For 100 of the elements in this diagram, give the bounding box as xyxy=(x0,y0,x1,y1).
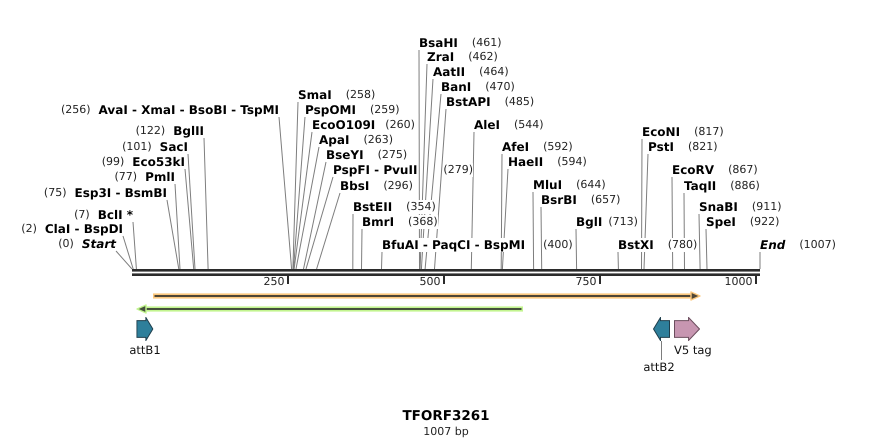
leader-line xyxy=(166,200,180,270)
leader-line xyxy=(540,206,542,270)
enzyme-name: BseYI xyxy=(326,148,364,162)
site-position: (1007) xyxy=(799,238,836,252)
leader-line xyxy=(122,236,134,270)
leader-line xyxy=(644,154,648,270)
leader-line xyxy=(381,252,382,270)
site-position: (780) xyxy=(668,238,698,252)
enzyme-name: SacI xyxy=(160,140,188,154)
site-position: (817) xyxy=(694,125,724,139)
enzyme-name: BfuAI - PaqCI - BspMI xyxy=(382,238,526,252)
sequence-end-label: Start xyxy=(82,237,116,251)
enzyme-name: MluI xyxy=(533,178,562,192)
sequence-end-label: End xyxy=(760,238,786,252)
leader-line xyxy=(292,102,298,270)
leader-line xyxy=(303,162,326,270)
leader-line xyxy=(316,192,340,270)
site-position: (462) xyxy=(468,50,498,64)
enzyme-name: BstEII xyxy=(353,200,392,214)
diagram-title: TFORF3261 xyxy=(402,408,490,425)
enzyme-name: ApaI xyxy=(319,133,350,147)
site-position: (657) xyxy=(590,193,620,207)
dna-backbone xyxy=(132,269,760,276)
leader-line xyxy=(188,154,196,270)
leader-line xyxy=(184,168,194,270)
site-position: (101) xyxy=(122,140,152,154)
leader-line xyxy=(576,228,578,270)
enzyme-name: PspFI - PvuII xyxy=(333,163,418,177)
enzyme-name: PspOMI xyxy=(305,103,356,117)
site-position: (821) xyxy=(688,140,718,154)
leader-line xyxy=(502,168,508,270)
diagram-caption: 1007 bp xyxy=(423,425,469,439)
enzyme-name: AfeI xyxy=(502,140,530,154)
enzyme-name: BclI * xyxy=(98,208,133,222)
leader-line xyxy=(294,132,312,270)
enzyme-name: BanI xyxy=(441,80,472,94)
site-position: (75) xyxy=(44,186,67,200)
enzyme-name: Esp3I - BsmBI xyxy=(74,186,167,200)
enzyme-name: SnaBI xyxy=(699,200,738,214)
enzyme-name: EcoNI xyxy=(642,125,680,139)
site-position: (296) xyxy=(383,179,413,193)
leader-line xyxy=(352,214,354,270)
enzyme-name: PstI xyxy=(648,140,674,154)
leader-line xyxy=(618,252,619,270)
feature-label: attB2 xyxy=(643,360,675,374)
site-position: (911) xyxy=(752,200,782,214)
site-position: (594) xyxy=(557,155,587,169)
enzyme-name: BsaHI xyxy=(419,36,458,50)
enzyme-name: AatII xyxy=(433,65,466,79)
orf-bar xyxy=(153,291,701,301)
enzyme-name: BsrBI xyxy=(541,193,577,207)
leader-line xyxy=(532,192,534,270)
site-position: (400) xyxy=(543,238,573,252)
leader-line xyxy=(641,138,642,270)
leader-line xyxy=(361,228,362,270)
enzyme-name: BbsI xyxy=(340,179,370,193)
enzyme-name: TaqII xyxy=(684,179,716,193)
leader-line xyxy=(698,214,701,270)
leader-line xyxy=(174,184,180,270)
site-position: (7) xyxy=(74,208,90,222)
enzyme-name: SpeI xyxy=(706,215,736,229)
site-position: (867) xyxy=(728,163,758,177)
leader-line xyxy=(204,138,209,270)
site-position: (886) xyxy=(730,179,760,193)
site-position: (592) xyxy=(543,140,573,154)
site-position: (470) xyxy=(485,80,515,94)
enzyme-name: ZraI xyxy=(427,50,454,64)
site-position: (644) xyxy=(576,178,606,192)
leader-line xyxy=(470,132,474,270)
leader-line xyxy=(434,108,446,270)
site-position: (122) xyxy=(136,124,166,138)
enzyme-name: ClaI - BspDI xyxy=(44,222,123,236)
enzyme-name: AleI xyxy=(474,118,500,132)
enzyme-name: AvaI - XmaI - BsoBI - TspMI xyxy=(98,103,279,117)
leader-line xyxy=(306,176,334,270)
enzyme-name: EcoRV xyxy=(672,163,714,177)
feature-block xyxy=(653,317,670,341)
leader-line xyxy=(116,250,132,270)
site-position: (354) xyxy=(406,200,436,214)
site-position: (922) xyxy=(750,215,780,229)
enzyme-name: BstAPI xyxy=(446,95,491,109)
enzyme-name: BglI xyxy=(576,215,602,229)
site-position: (544) xyxy=(514,118,544,132)
leader-line xyxy=(500,154,502,270)
feature-label: V5 tag xyxy=(674,343,712,357)
site-position: (2) xyxy=(21,222,37,236)
enzyme-name: EcoO109I xyxy=(312,118,376,132)
site-position: (99) xyxy=(102,155,124,169)
leader-line xyxy=(706,228,708,270)
feature-label: attB1 xyxy=(129,343,161,357)
site-position: (485) xyxy=(504,95,534,109)
leader-line xyxy=(296,146,320,270)
scale-label: 750 xyxy=(576,275,596,289)
scale-label: 250 xyxy=(264,275,284,289)
leader-line xyxy=(278,116,292,270)
site-position: (259) xyxy=(370,103,400,117)
leader-line xyxy=(661,340,662,360)
site-position: (77) xyxy=(114,170,138,184)
enzyme-name: BstXI xyxy=(618,238,654,252)
site-position: (263) xyxy=(363,133,394,147)
